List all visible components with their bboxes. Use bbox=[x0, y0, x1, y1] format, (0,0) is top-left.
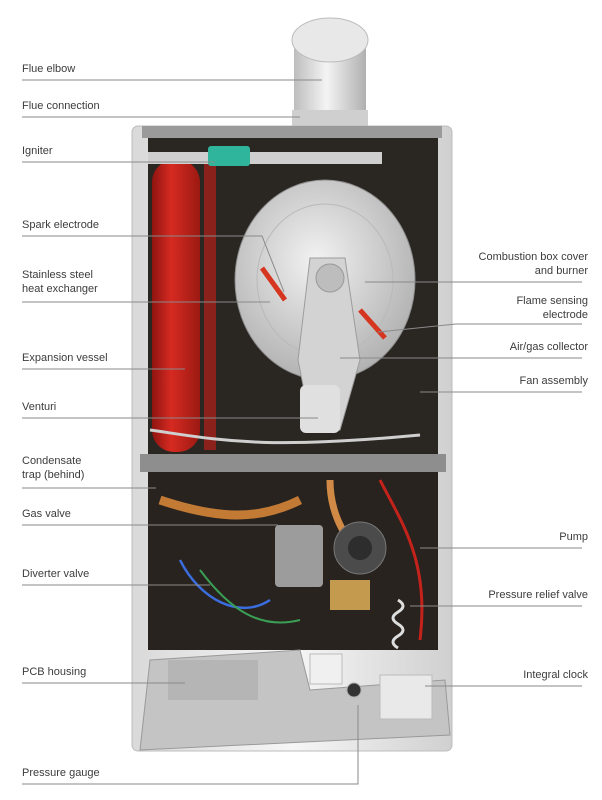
label-flue-connection: Flue connection bbox=[22, 100, 100, 112]
label-air-gas-collector: Air/gas collector bbox=[509, 341, 588, 353]
expansion-vessel-shape bbox=[152, 160, 200, 452]
label-igniter: Igniter bbox=[22, 145, 53, 157]
label-spark-electrode: Spark electrode bbox=[22, 219, 100, 231]
flue-elbow-shape bbox=[291, 17, 369, 136]
label-venturi: Venturi bbox=[22, 401, 57, 413]
label-pressure-gauge: Pressure gauge bbox=[22, 767, 100, 779]
label-pressure-relief-valve: Pressure relief valve bbox=[488, 589, 588, 601]
label-fan-assembly: Fan assembly bbox=[519, 375, 588, 387]
label-pump: Pump bbox=[559, 531, 588, 543]
label-pcb-housing: PCB housing bbox=[22, 666, 87, 678]
label-gas-valve: Gas valve bbox=[22, 508, 71, 520]
pressure-gauge-shape bbox=[346, 682, 362, 698]
label-flue-elbow: Flue elbow bbox=[22, 63, 76, 75]
label-integral-clock: Integral clock bbox=[523, 669, 588, 681]
label-diverter-valve: Diverter valve bbox=[22, 568, 90, 580]
label-expansion-vessel: Expansion vessel bbox=[22, 352, 108, 364]
igniter-shape bbox=[208, 146, 250, 166]
leader-lines bbox=[22, 79, 582, 785]
integral-clock-shape bbox=[379, 674, 433, 720]
gas-valve-shape bbox=[275, 525, 323, 587]
